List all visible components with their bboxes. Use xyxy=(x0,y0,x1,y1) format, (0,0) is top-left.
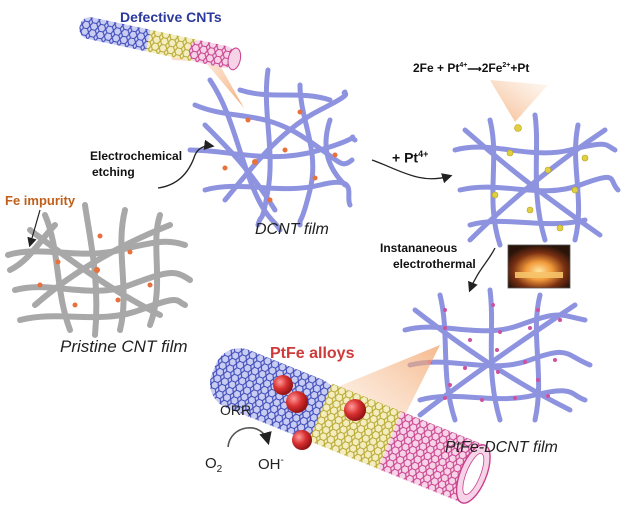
dcnt-fe-dots xyxy=(222,109,338,203)
ptfe-nanotube-illustration xyxy=(209,348,491,504)
o2-subscript: 2 xyxy=(216,464,223,475)
pt-addition-label: + Pt4+ xyxy=(392,150,428,165)
reaction-rhs-fe-text: 2Fe xyxy=(481,61,503,75)
dcnt-film-illustration xyxy=(187,67,358,233)
etching-arrow xyxy=(157,139,215,189)
reaction-lhs-text: 2Fe + Pt xyxy=(413,61,460,75)
reaction-magnifier-beam xyxy=(490,80,548,122)
pristine-cnt-film-label: Pristine CNT film xyxy=(60,337,188,356)
defective-cnts-label: Defective CNTs xyxy=(120,9,222,25)
electrothermal-label: electrothermal xyxy=(393,257,476,271)
electrothermal-heater-photo xyxy=(507,244,571,289)
ptfe-alloy-spheres xyxy=(273,375,366,450)
oh-text: OH xyxy=(258,456,281,473)
etching-label: etching xyxy=(92,165,135,179)
pt-charge-text: 4+ xyxy=(418,149,429,159)
oh-superscript: - xyxy=(280,455,284,466)
dcnt-film-label: DCNT film xyxy=(255,221,329,238)
pt-dots xyxy=(491,124,589,232)
electrothermal-arrow xyxy=(468,247,496,293)
o2-label: O2 xyxy=(205,456,222,475)
reaction-rhs-charge: 2+ xyxy=(502,62,511,69)
galvanic-reaction-label: 2Fe + Pt4+⟶2Fe2++Pt xyxy=(413,62,529,75)
ptfe-dcnt-film-label: PtFe-DCNT film xyxy=(445,439,558,456)
ptfe-alloy-dots xyxy=(428,303,562,402)
orr-label: ORR xyxy=(220,402,252,418)
pristine-cnt-film-illustration xyxy=(5,202,193,338)
instantaneous-label: Instananeous xyxy=(380,241,458,255)
pristine-fe-dots xyxy=(37,233,153,308)
ptfe-alloys-label: PtFe alloys xyxy=(270,345,355,362)
reaction-rhs-pt-text: +Pt xyxy=(510,61,530,75)
o2-text: O xyxy=(205,455,217,472)
pt-dcnt-film-illustration xyxy=(452,112,621,248)
electrochemical-label: Electrochemical xyxy=(90,149,183,163)
orr-cycle-arrow xyxy=(227,426,272,448)
plus-pt-text: + Pt xyxy=(392,149,419,166)
reaction-lhs-charge: 4+ xyxy=(459,62,468,69)
reaction-arrow: ⟶ xyxy=(467,64,482,75)
defective-cnt-illustration xyxy=(79,17,244,108)
oh-label: OH- xyxy=(258,455,284,473)
alloy-magnifier-beam xyxy=(330,345,440,435)
fe-impurity-pointer xyxy=(27,209,41,248)
pt-addition-arrow xyxy=(371,159,453,184)
fe-impurity-label: Fe impurity xyxy=(5,193,76,208)
